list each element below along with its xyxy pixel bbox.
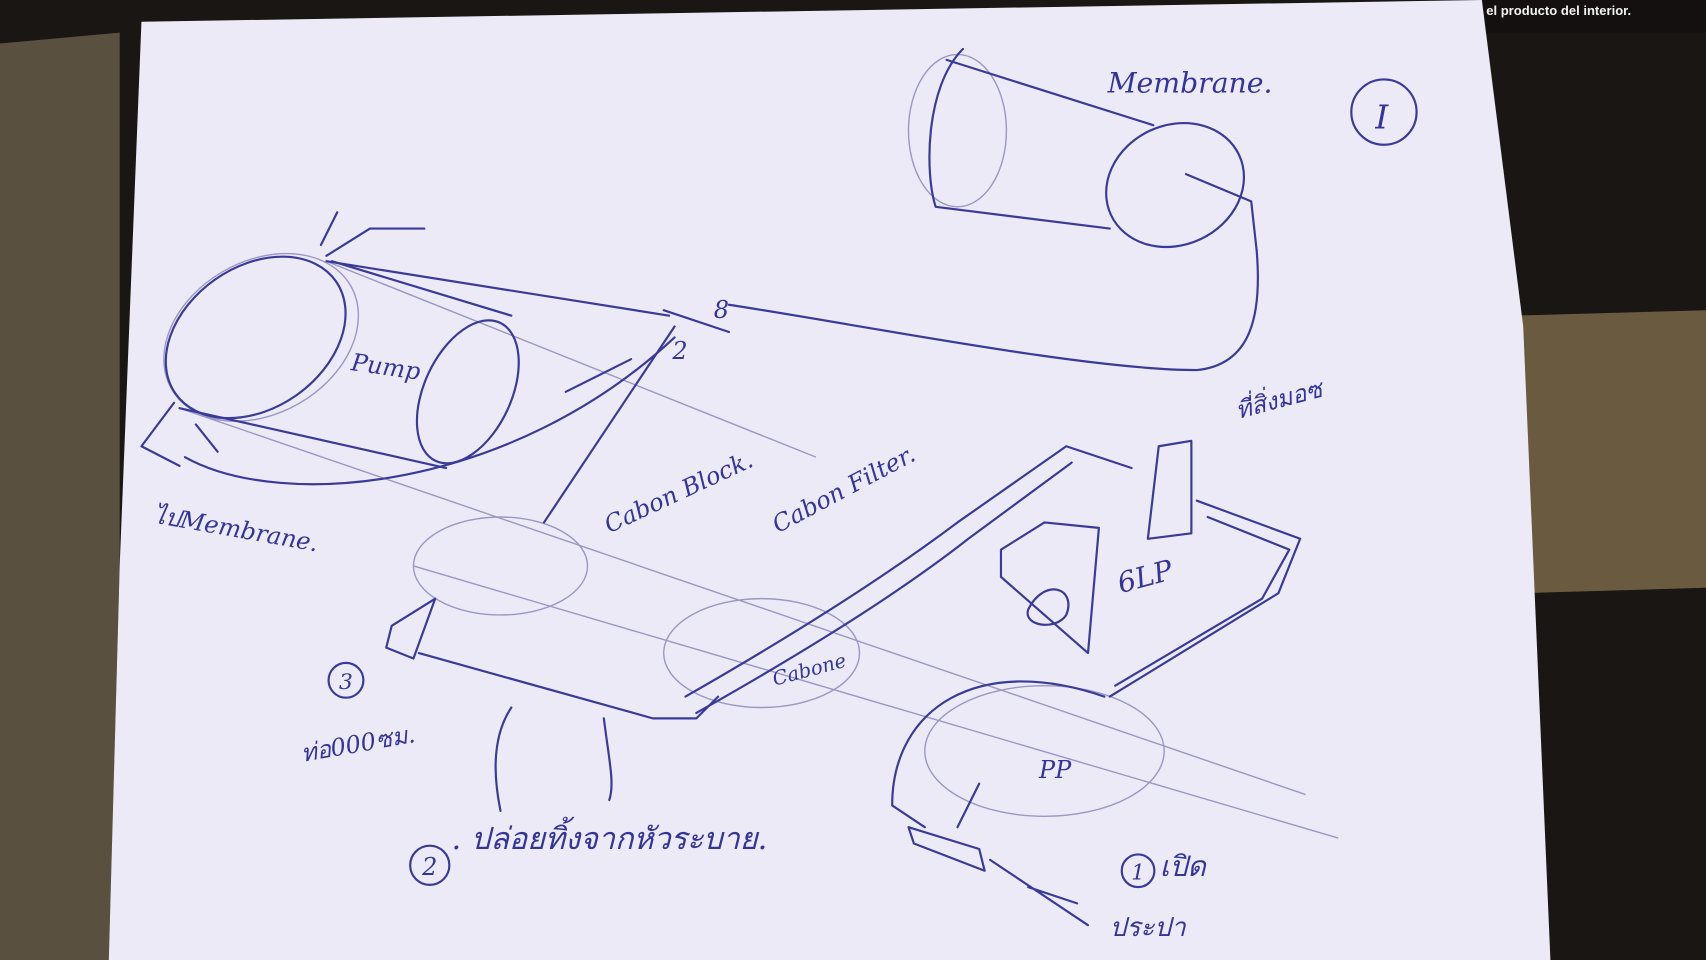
- construction-lines: [163, 53, 1339, 839]
- label-membrane: Membrane.: [1107, 67, 1273, 100]
- step-3-number: 3: [339, 670, 353, 695]
- pipe-lines: [325, 173, 1302, 927]
- paper-sheet: [108, 0, 1551, 960]
- printed-banner: [1479, 0, 1706, 33]
- sheet-marker-circle: [1350, 78, 1418, 146]
- step-2-note: 2 . ปล่อยทิ้งจากหัวระบาย.: [409, 816, 768, 886]
- step-2-text: . ปล่อยทิ้งจากหัวระบาย.: [452, 816, 768, 857]
- membrane-drawing: [928, 47, 1418, 249]
- step-1-text: เปิด: [1160, 850, 1208, 883]
- tape-right: [1512, 310, 1706, 594]
- label-2: 2: [671, 337, 687, 365]
- banner-text: el producto del interior.: [1486, 3, 1631, 18]
- tape-left: [0, 32, 120, 960]
- label-pp: PP: [1038, 756, 1072, 784]
- label-8: 8: [714, 296, 729, 324]
- step-2-number: 2: [421, 853, 437, 881]
- pump-drawing: [140, 211, 676, 486]
- step-1-note: 1 เปิด ประปา: [1110, 850, 1208, 943]
- sheet-marker: I: [1374, 98, 1389, 136]
- step-1-text-2: ประปา: [1110, 913, 1187, 943]
- step-1-number: 1: [1131, 860, 1145, 885]
